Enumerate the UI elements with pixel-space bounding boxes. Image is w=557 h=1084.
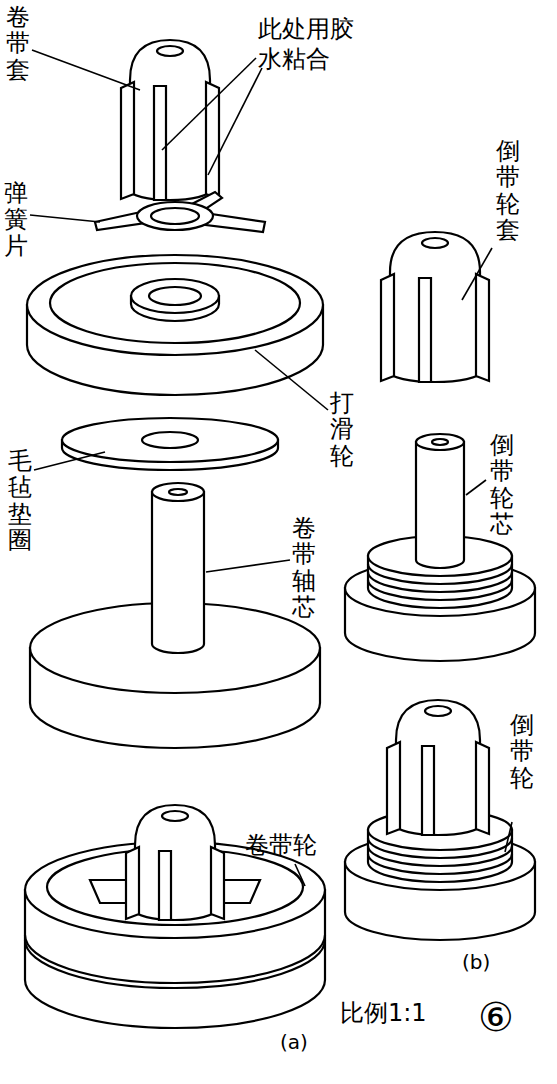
tape-sleeve-fin bbox=[154, 86, 166, 200]
part-label: 卷带套 bbox=[6, 4, 30, 83]
rewind-groove bbox=[368, 838, 512, 858]
leader-line bbox=[255, 350, 328, 410]
slip-wheel-hub-top bbox=[131, 279, 219, 313]
leader-line bbox=[505, 822, 512, 852]
slip-wheel-groove bbox=[50, 263, 300, 343]
part-label: 卷带轮 bbox=[245, 830, 317, 860]
leader-line bbox=[466, 480, 486, 495]
felt-washer-hole bbox=[142, 432, 198, 448]
leader-line bbox=[162, 58, 256, 150]
reel-sleeve-hole bbox=[162, 811, 188, 821]
part-label: 倒带轮芯 bbox=[490, 432, 514, 538]
spring-hole bbox=[151, 208, 199, 224]
leader-line bbox=[208, 68, 262, 175]
spring-plate bbox=[137, 202, 213, 230]
part-label: 打滑轮 bbox=[330, 390, 354, 469]
rewind-sleeve-fin bbox=[381, 274, 394, 381]
rewind-reel-sleeve-fin bbox=[476, 742, 489, 834]
rewind-sleeve-body bbox=[390, 232, 480, 382]
tape-sleeve-hole bbox=[157, 46, 183, 56]
figure-letter: (a) bbox=[280, 1030, 308, 1055]
rewind-sleeve-fin bbox=[419, 278, 431, 382]
rewind-groove bbox=[368, 846, 512, 866]
rewind-hole bbox=[432, 439, 448, 445]
tape-sleeve-body bbox=[130, 40, 210, 200]
slip-wheel-top bbox=[27, 255, 323, 355]
leader-line bbox=[206, 560, 290, 572]
note-label: 此处用胶 水粘合 bbox=[258, 14, 368, 74]
scale-label: 比例1:1 bbox=[340, 998, 427, 1028]
tape-sleeve-fin bbox=[121, 82, 134, 199]
shaft-core-top bbox=[152, 483, 204, 501]
rewind-groove bbox=[368, 580, 512, 600]
leader-line bbox=[462, 248, 492, 300]
shaft-core-side bbox=[152, 492, 204, 653]
rewind-groove bbox=[368, 854, 512, 874]
slip-wheel-hole bbox=[149, 287, 201, 305]
reel-groove bbox=[25, 935, 325, 983]
part-label: 倒带轮套 bbox=[496, 138, 520, 244]
rewind-core-shaft-top bbox=[416, 434, 464, 450]
part-label: 弹簧片 bbox=[4, 180, 28, 259]
rewind-core-shaft-side bbox=[416, 442, 464, 568]
leader-line bbox=[32, 50, 140, 90]
rewind-reel-sleeve-fin bbox=[422, 746, 434, 835]
shaft-hole bbox=[169, 489, 187, 495]
figure-letter: (b) bbox=[462, 950, 490, 975]
reel-sleeve-body bbox=[135, 805, 215, 920]
reel-sleeve-fin bbox=[126, 847, 139, 919]
part-label: 卷带轴芯 bbox=[292, 515, 316, 621]
rewind-reel-sleeve-hole bbox=[425, 706, 451, 716]
part-label: 毛毡垫圈 bbox=[8, 448, 32, 554]
leader-line bbox=[295, 864, 305, 886]
reel-sleeve-fin bbox=[159, 851, 171, 920]
figure-number: ⑥ bbox=[478, 992, 514, 1042]
rewind-sleeve-fin bbox=[476, 274, 489, 381]
leader-line bbox=[30, 215, 100, 222]
rewind-sleeve-hole bbox=[422, 238, 448, 248]
leader-line bbox=[34, 452, 105, 470]
rewind-reel-sleeve-fin bbox=[387, 742, 400, 834]
rewind-groove bbox=[368, 572, 512, 592]
part-label: 倒带轮 bbox=[510, 712, 534, 791]
rewind-reel-sleeve-body bbox=[396, 700, 480, 835]
reel-sleeve-fin bbox=[211, 847, 224, 919]
reel-groove bbox=[25, 940, 325, 988]
